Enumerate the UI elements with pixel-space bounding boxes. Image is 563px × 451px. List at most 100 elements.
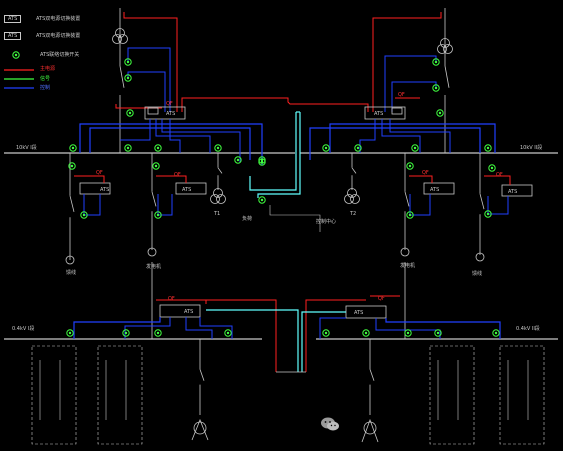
breaker-contact [69,195,75,212]
ats-box-top-left [144,106,186,120]
transformer-winding [350,194,360,204]
comm-line [206,309,299,372]
power-line [156,175,187,183]
control-line [409,194,431,216]
meter-node [224,329,232,337]
meter-node-dot [356,146,360,150]
meter-node-dot [364,331,368,335]
control-harness [359,119,376,153]
ats-box-mid-right-2 [501,184,533,197]
meter-node-dot [438,111,442,115]
control-line [73,317,161,339]
meter-node-dot [236,158,240,162]
meter-node-dot [70,164,74,168]
meter-node [411,144,419,152]
ats-label-mid-left-2: ATS [182,187,192,193]
meter-node [432,58,440,66]
meter-node-dot [68,331,72,335]
feeder-load [65,255,75,265]
legend-text: ATS双电源切换装置 [36,33,81,39]
power-line [181,97,369,112]
meter-node [234,156,242,164]
generator-symbol [400,247,410,257]
ats-label-mid-right-1: ATS [430,187,440,193]
control-harness [381,119,421,153]
meter-node-dot [126,60,130,64]
legend-line-power: 主电源 [40,66,56,72]
feeder-load [475,252,485,262]
bus-label-right-top: 10kV II段 [520,145,543,151]
generator-label-left: 发电机 [146,264,162,270]
meter-node-dot [494,331,498,335]
control-line [199,317,233,339]
switchgear-panel [429,345,475,445]
power-line [372,12,442,112]
switchgear-panel [31,345,77,445]
control-harness [155,119,211,153]
motor-stand [191,418,209,441]
control-harness [329,123,496,153]
load-label-center: 负荷 [242,216,253,222]
meter-node-dot [260,160,264,164]
meter-node-dot [14,53,18,57]
meter-node [354,144,362,152]
meter-node-dot [408,213,412,217]
breaker-contact [479,193,485,210]
transformer-winding [347,188,357,198]
meter-node-dot [406,331,410,335]
motor-symbol [193,421,207,435]
ats-box-mid-left-1 [79,182,111,195]
control-center-label: 控制中心 [316,219,337,225]
ats-label-mid-left-1: ATS [100,187,110,193]
meter-node-dot [156,331,160,335]
power-line [205,299,277,372]
meter-node [66,329,74,337]
feeder-label-left: 馈线 [66,270,77,276]
ats-box-bottom-left [159,304,201,318]
breaker-contact [369,369,375,381]
meter-node [432,84,440,92]
meter-node [434,329,442,337]
meter-node [214,144,222,152]
legend-ats-box: ATS [4,15,22,23]
power-line [115,104,162,109]
meter-node [484,210,492,218]
control-line [487,196,509,215]
control-line [157,194,173,216]
qf-label: QF [168,296,175,302]
qf-label: QF [378,296,385,302]
transformer-winding [443,44,453,54]
meter-node [362,329,370,337]
meter-node-dot [126,76,130,80]
control-harness [389,119,451,153]
meter-node [68,162,76,170]
ats-label-top-right: ATS [374,111,384,117]
control-harness [169,119,181,153]
legend-ats-box: ATS [4,32,22,40]
power-line [74,175,105,183]
qf-label: QF [174,172,181,178]
meter-node [124,144,132,152]
control-line [385,318,501,339]
meter-node-dot [156,146,160,150]
transformer-label-t1: T1 [214,211,221,217]
meter-node-dot [434,86,438,90]
transformer-winding [115,28,125,38]
breaker-contact [404,191,410,207]
transformer-winding [344,194,354,204]
transformer-winding [213,188,223,198]
qf-label: QF [96,170,103,176]
comm-line [257,112,301,198]
control-line [127,47,171,112]
control-line [124,317,171,339]
meter-node-dot [436,331,440,335]
meter-node [404,329,412,337]
meter-node-dot [434,60,438,64]
comm-line [249,112,297,191]
qf-label: QF [496,172,503,178]
legend-line-control: 控制 [40,85,51,91]
feeder-label-right: 馈线 [472,271,483,277]
breaker-contact [119,65,125,88]
